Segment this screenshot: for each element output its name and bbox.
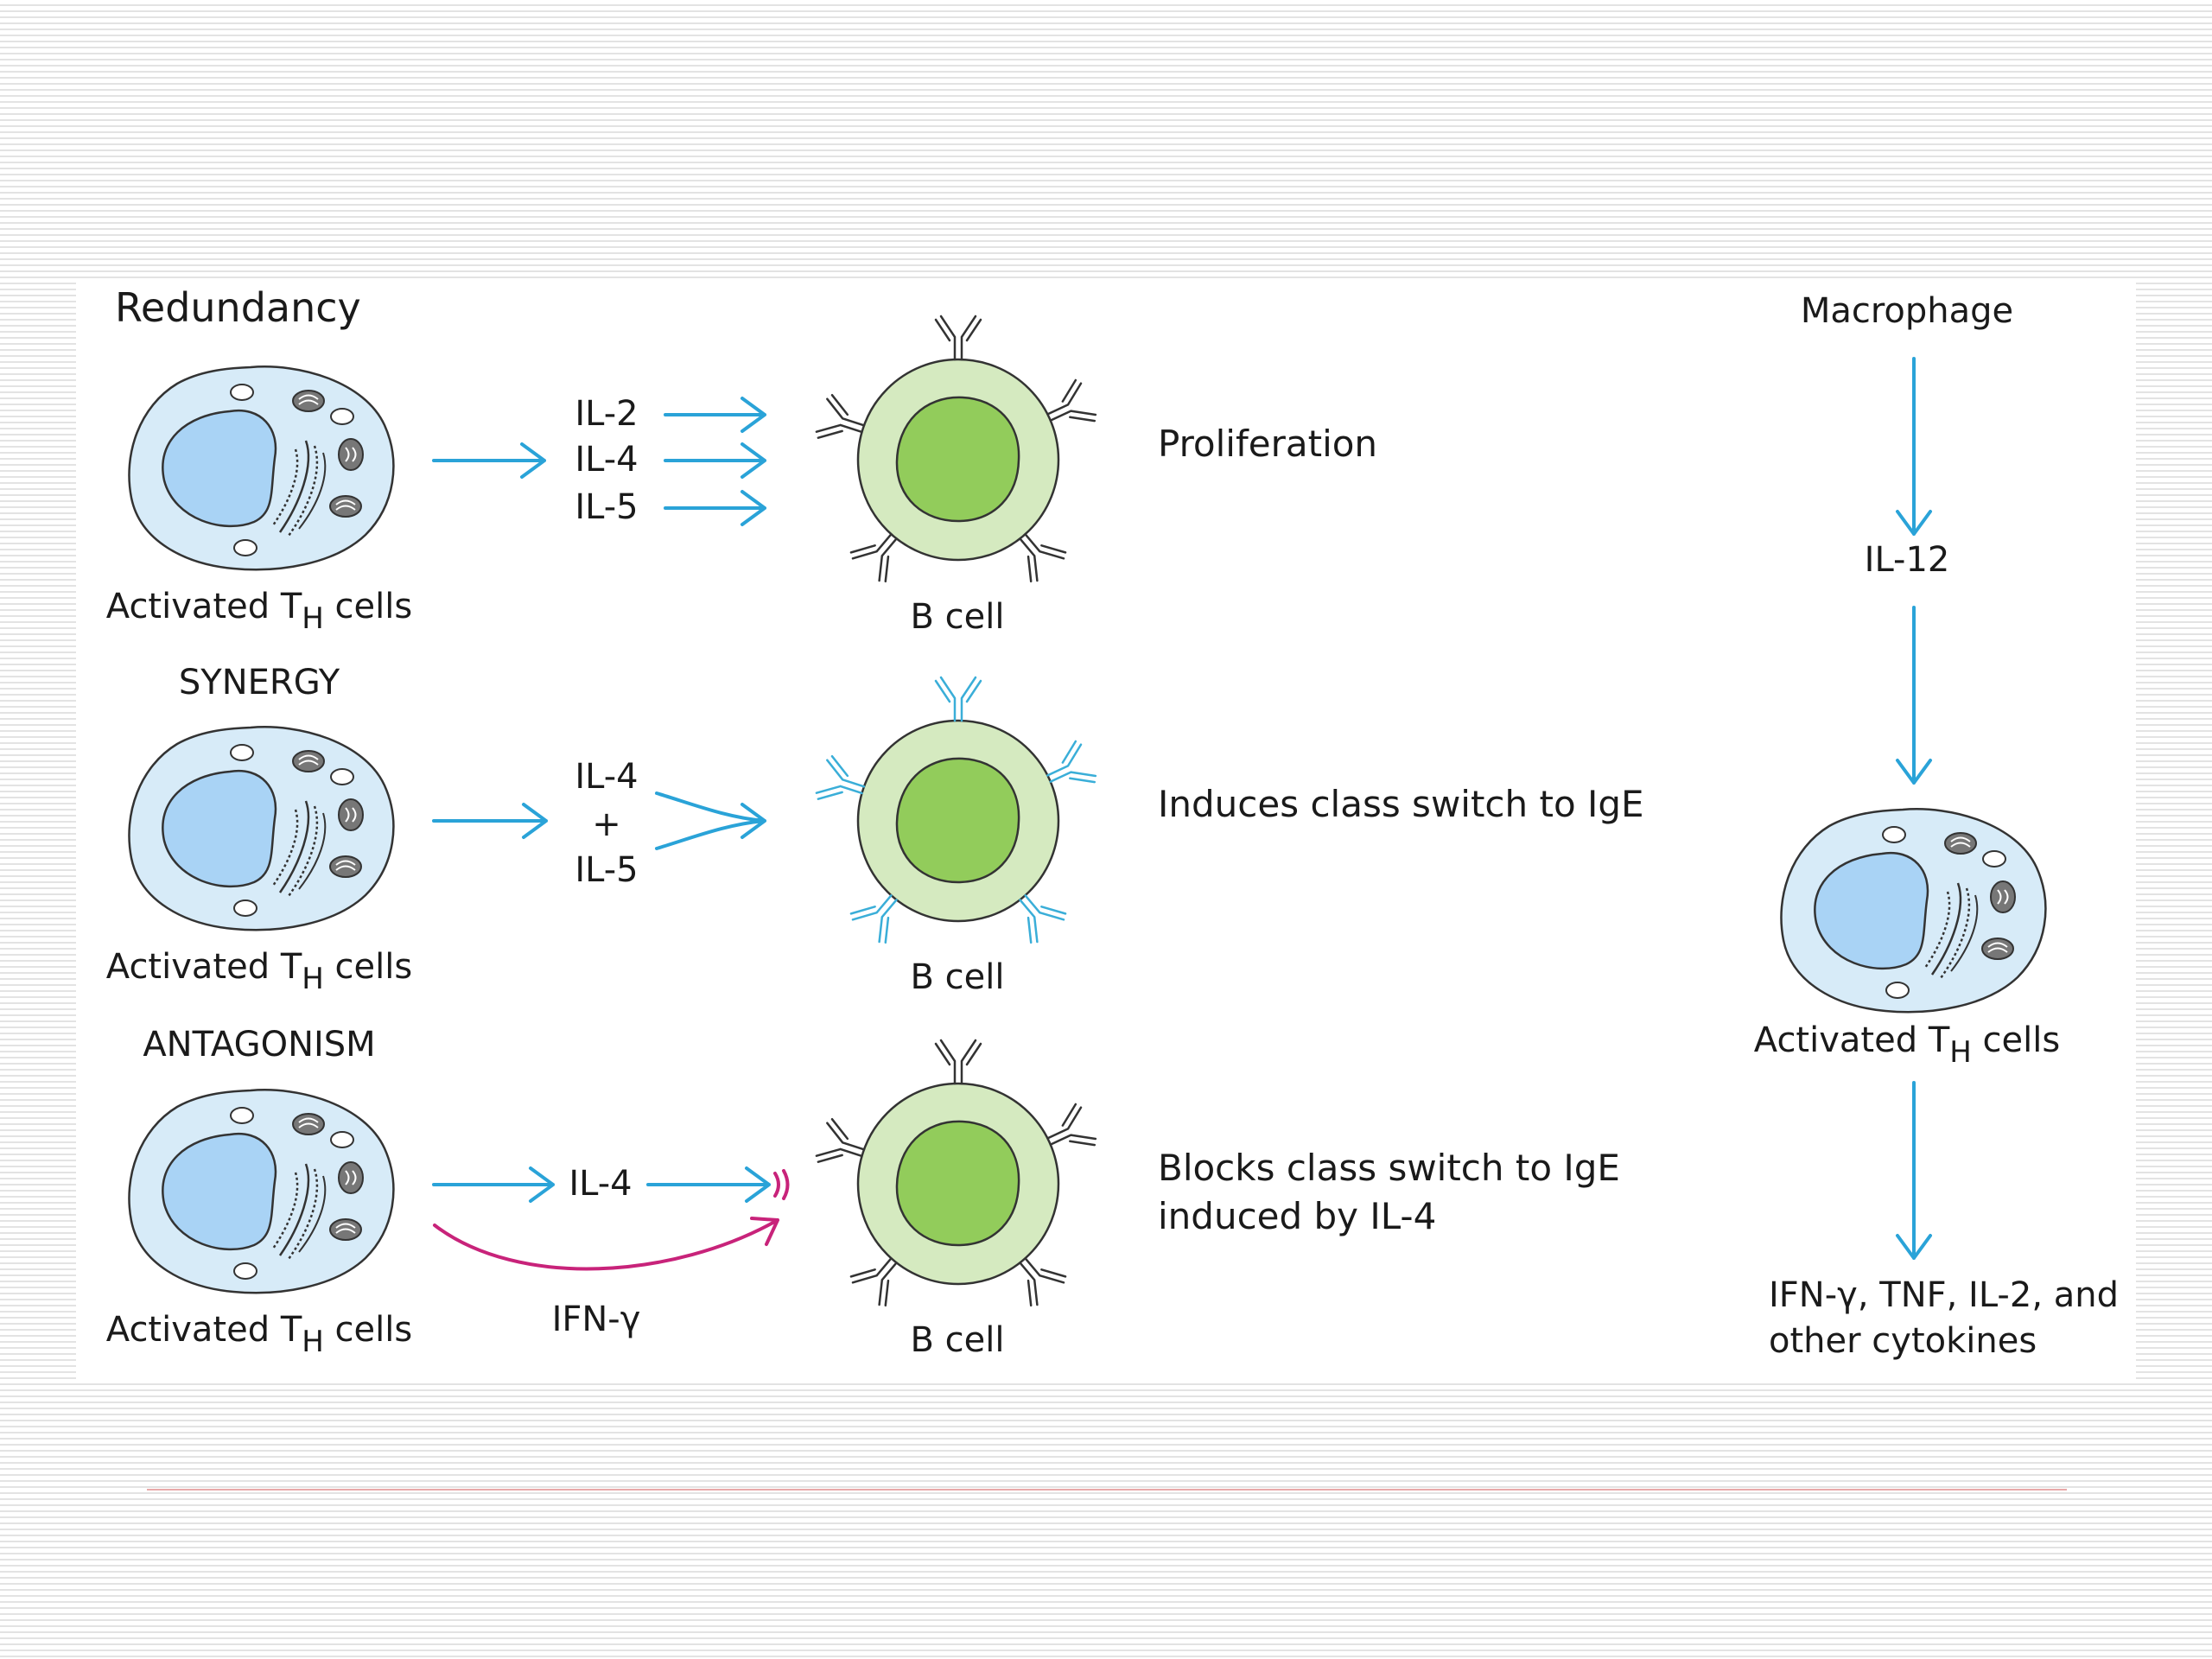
b-cell-label: B cell [911, 957, 1005, 997]
b-cell-icon [815, 316, 1097, 584]
arrow-icon [432, 442, 546, 479]
figure-panel [76, 282, 2136, 1379]
output-cytokines-label: IFN-γ, TNF, IL-2, and [1769, 1275, 2119, 1315]
output-cytokines-label: other cytokines [1769, 1321, 2037, 1361]
arrow-icon [1896, 606, 1932, 785]
b-cell-icon [815, 677, 1097, 945]
row-title-redundancy: Redundancy [115, 284, 361, 331]
arrow-icon [1896, 357, 1932, 536]
arrow-icon [433, 1217, 779, 1271]
b-cell-label: B cell [911, 597, 1005, 637]
divider-line [147, 1489, 2067, 1491]
arrow-icon [432, 1166, 555, 1203]
cytokine-label: IL-2 [575, 394, 638, 434]
macrophage-label: Macrophage [1801, 291, 2013, 331]
th-cell-icon [128, 1089, 395, 1294]
cytokine-label: IL-5 [575, 850, 638, 890]
cytokine-label: IL-4 [575, 757, 638, 797]
cytokine-label: IL-5 [575, 487, 638, 527]
th-cell-label: Activated TH cells [106, 947, 412, 996]
arrow-icon [664, 397, 766, 433]
th-cell-icon [1780, 808, 2047, 1014]
arrow-icon [646, 1166, 771, 1203]
row-title-synergy: SYNERGY [179, 663, 340, 702]
cytokine-label: IFN-γ [552, 1300, 641, 1339]
arrow-icon [664, 442, 766, 479]
th-cell-icon [128, 365, 395, 571]
effect-label: Blocks class switch to IgE [1158, 1147, 1620, 1189]
effect-label: Induces class switch to IgE [1158, 783, 1644, 825]
arrow-icon [1896, 1081, 1932, 1260]
cytokine-label: IL-4 [575, 440, 638, 480]
blocked-signal-icon [773, 1169, 790, 1200]
th-cell-icon [128, 726, 395, 931]
row-title-antagonism: ANTAGONISM [143, 1025, 375, 1065]
plus-sign: + [592, 804, 621, 844]
arrow-icon [432, 803, 548, 839]
th-cell-label: Activated TH cells [106, 587, 412, 636]
cytokine-label: IL-4 [569, 1164, 632, 1204]
th-cell-label: Activated TH cells [106, 1310, 412, 1359]
effect-label: Proliferation [1158, 423, 1377, 465]
th-cell-label: Activated TH cells [1754, 1020, 2060, 1070]
b-cell-icon [815, 1040, 1097, 1308]
effect-label: induced by IL-4 [1158, 1195, 1436, 1237]
cytokine-label: IL-12 [1865, 540, 1950, 580]
arrow-icon [664, 490, 766, 526]
arrow-icon [655, 791, 766, 850]
b-cell-label: B cell [911, 1320, 1005, 1360]
